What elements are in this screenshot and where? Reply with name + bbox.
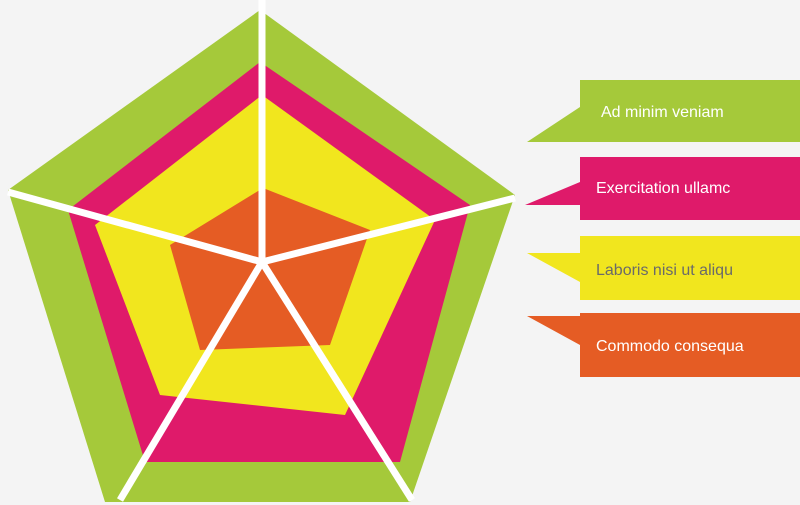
spoke-right (261, 194, 516, 266)
spoke-left (7, 188, 263, 266)
callout-label: Ad minim veniam (601, 104, 724, 121)
callout-shape (525, 157, 800, 220)
callout-shape (527, 313, 800, 377)
spoke-lower-left (116, 260, 266, 502)
spoke-lower-right (259, 260, 415, 502)
callout-item: Commodo consequa (527, 313, 800, 377)
callout-item: Laboris nisi ut aliqu (527, 236, 800, 300)
callout-item: Ad minim veniam (527, 80, 800, 142)
callout-shape (527, 236, 800, 300)
callout-label: Laboris nisi ut aliqu (596, 262, 733, 279)
callout-list: Ad minim veniam Exercitation ullamc Labo… (525, 80, 800, 377)
callout-item: Exercitation ullamc (525, 157, 800, 220)
callout-label: Exercitation ullamc (596, 180, 730, 197)
callout-label: Commodo consequa (596, 338, 744, 355)
callout-shape (527, 80, 800, 142)
spokes (7, 0, 516, 502)
